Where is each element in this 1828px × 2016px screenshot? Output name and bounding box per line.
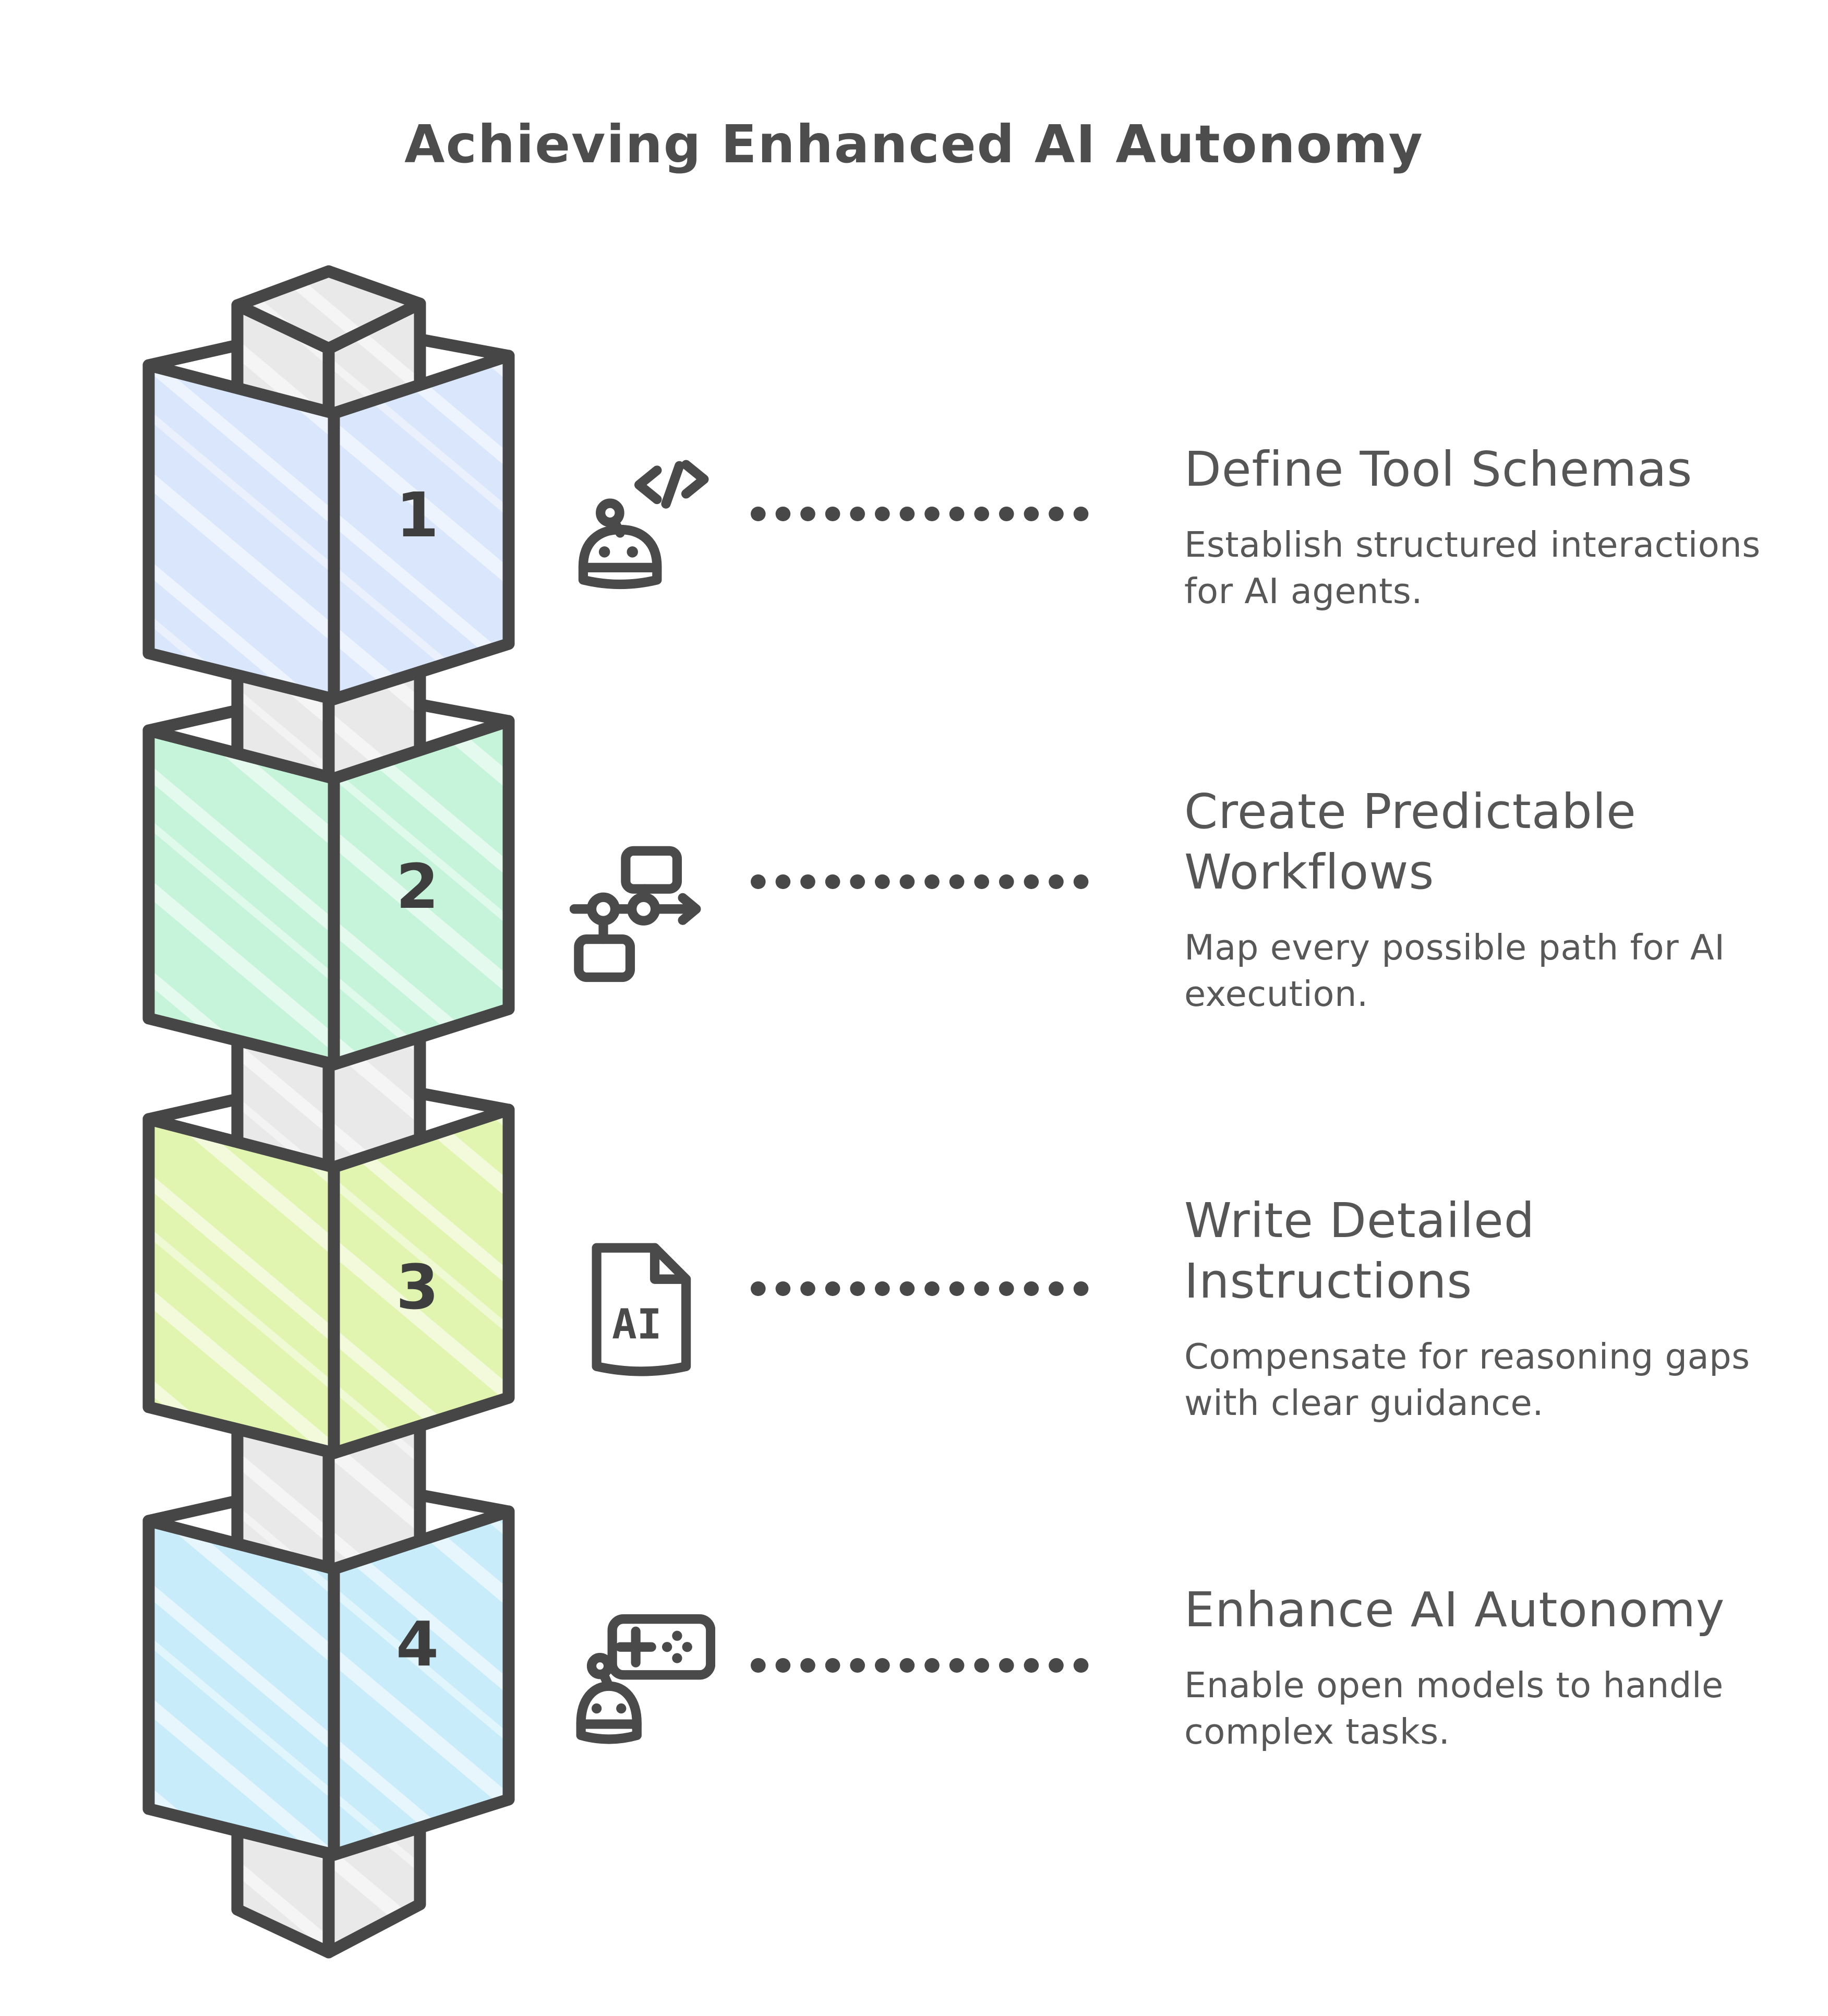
svg-text:AI: AI	[612, 1300, 662, 1348]
block-number-4: 4	[396, 1608, 439, 1680]
step-2: Create Predictable Workflows Map every p…	[1184, 782, 1810, 1017]
dotted-line	[751, 507, 1112, 521]
step-description: Compensate for reasoning gaps with clear…	[1184, 1336, 1750, 1423]
block-4: 4	[142, 1505, 515, 1861]
block-3: 3	[142, 1103, 515, 1459]
ai-document-icon: AI	[570, 1234, 715, 1391]
step-title: Write Detailed Instructions	[1184, 1193, 1535, 1309]
workflow-icon	[569, 829, 715, 985]
block-1: 1	[142, 350, 515, 705]
step-3: Write Detailed Instructions Compensate f…	[1184, 1191, 1810, 1426]
step-description: Enable open models to handle complex tas…	[1184, 1664, 1724, 1753]
block-number-1: 1	[396, 479, 439, 551]
page-title: Achieving Enhanced AI Autonomy	[404, 114, 1424, 175]
step-title: Enhance AI Autonomy	[1184, 1582, 1725, 1638]
block-number-3: 3	[396, 1251, 439, 1323]
step-1: Define Tool Schemas Establish structured…	[1184, 439, 1810, 615]
step-4: Enhance AI Autonomy Enable open models t…	[1184, 1580, 1810, 1755]
step-description: Establish structured interactions for AI…	[1184, 524, 1761, 612]
dotted-line	[751, 874, 1112, 889]
step-title: Create Predictable Workflows	[1184, 784, 1637, 900]
robot-code-icon	[570, 459, 715, 616]
block-number-2: 2	[396, 850, 439, 922]
step-title: Define Tool Schemas	[1184, 441, 1693, 497]
dotted-line	[751, 1658, 1112, 1673]
step-description: Map every possible path for AI execution…	[1184, 927, 1725, 1014]
robot-gamepad-icon	[570, 1610, 716, 1767]
dotted-line	[751, 1281, 1112, 1296]
block-2: 2	[142, 715, 515, 1071]
